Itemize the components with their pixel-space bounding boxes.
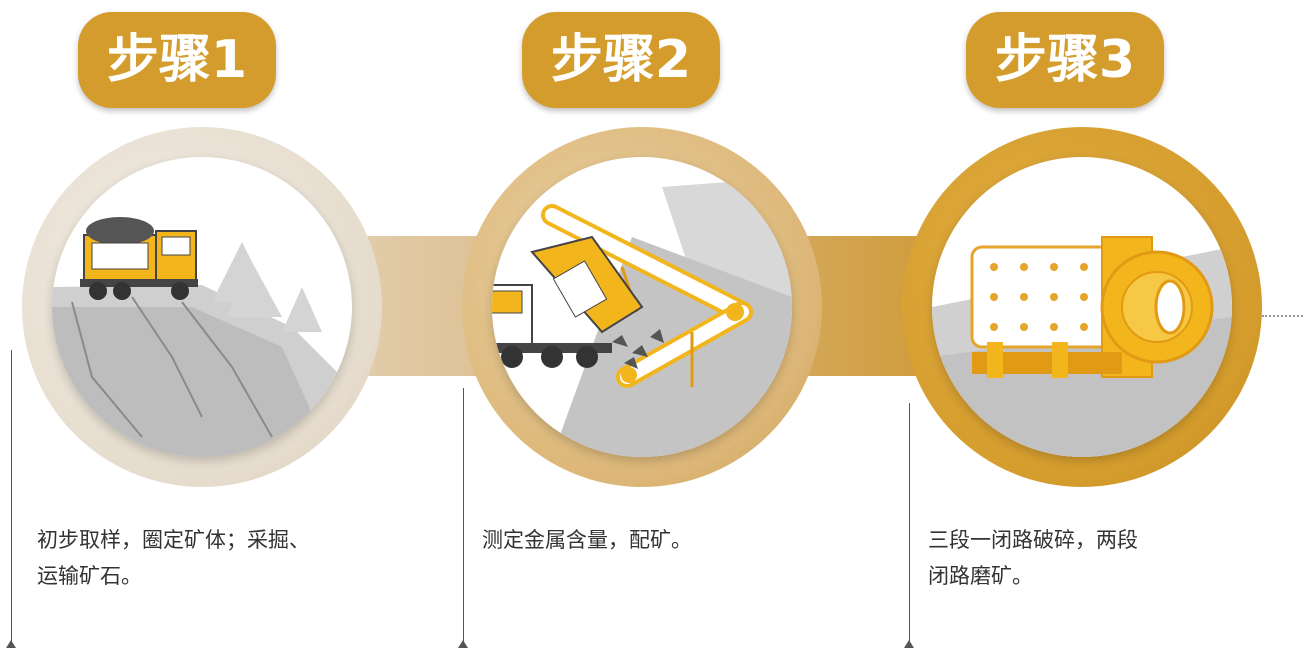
ball-mill-icon [970, 236, 1214, 378]
step2-description-line1: 测定金属含量，配矿。 [482, 528, 692, 552]
step2-leader-line [463, 388, 464, 642]
step1-arrow-icon [6, 640, 16, 648]
step1-description-line2: 运输矿石。 [37, 564, 142, 588]
step2-illustration [492, 157, 792, 457]
step1-badge: 步骤1 [78, 12, 276, 108]
step3-arrow-icon [904, 640, 914, 648]
step1-illustration [52, 157, 352, 457]
step2-arrow-icon [458, 640, 468, 648]
step2-badge: 步骤2 [522, 12, 720, 108]
continuation-dotted-line [1262, 315, 1303, 317]
step1-description-line1: 初步取样，圈定矿体；采掘、 [37, 528, 310, 552]
step3-illustration [932, 157, 1232, 457]
step3-description-line2: 闭路磨矿。 [928, 564, 1033, 588]
rocks-icon [612, 329, 664, 369]
step3-description-line1: 三段一闭路破碎，两段 [928, 528, 1138, 552]
tree-icon [212, 242, 322, 332]
conveyor-icon [541, 204, 753, 388]
step1-description: 初步取样，圈定矿体；采掘、 运输矿石。 [37, 522, 367, 594]
step3-badge: 步骤3 [966, 12, 1164, 108]
step2-description: 测定金属含量，配矿。 [482, 522, 812, 558]
dump-truck-icon [492, 235, 644, 368]
step3-description: 三段一闭路破碎，两段 闭路磨矿。 [928, 522, 1258, 594]
truck-icon [80, 217, 198, 300]
step1-leader-line [11, 350, 12, 642]
step3-leader-line [909, 403, 910, 642]
